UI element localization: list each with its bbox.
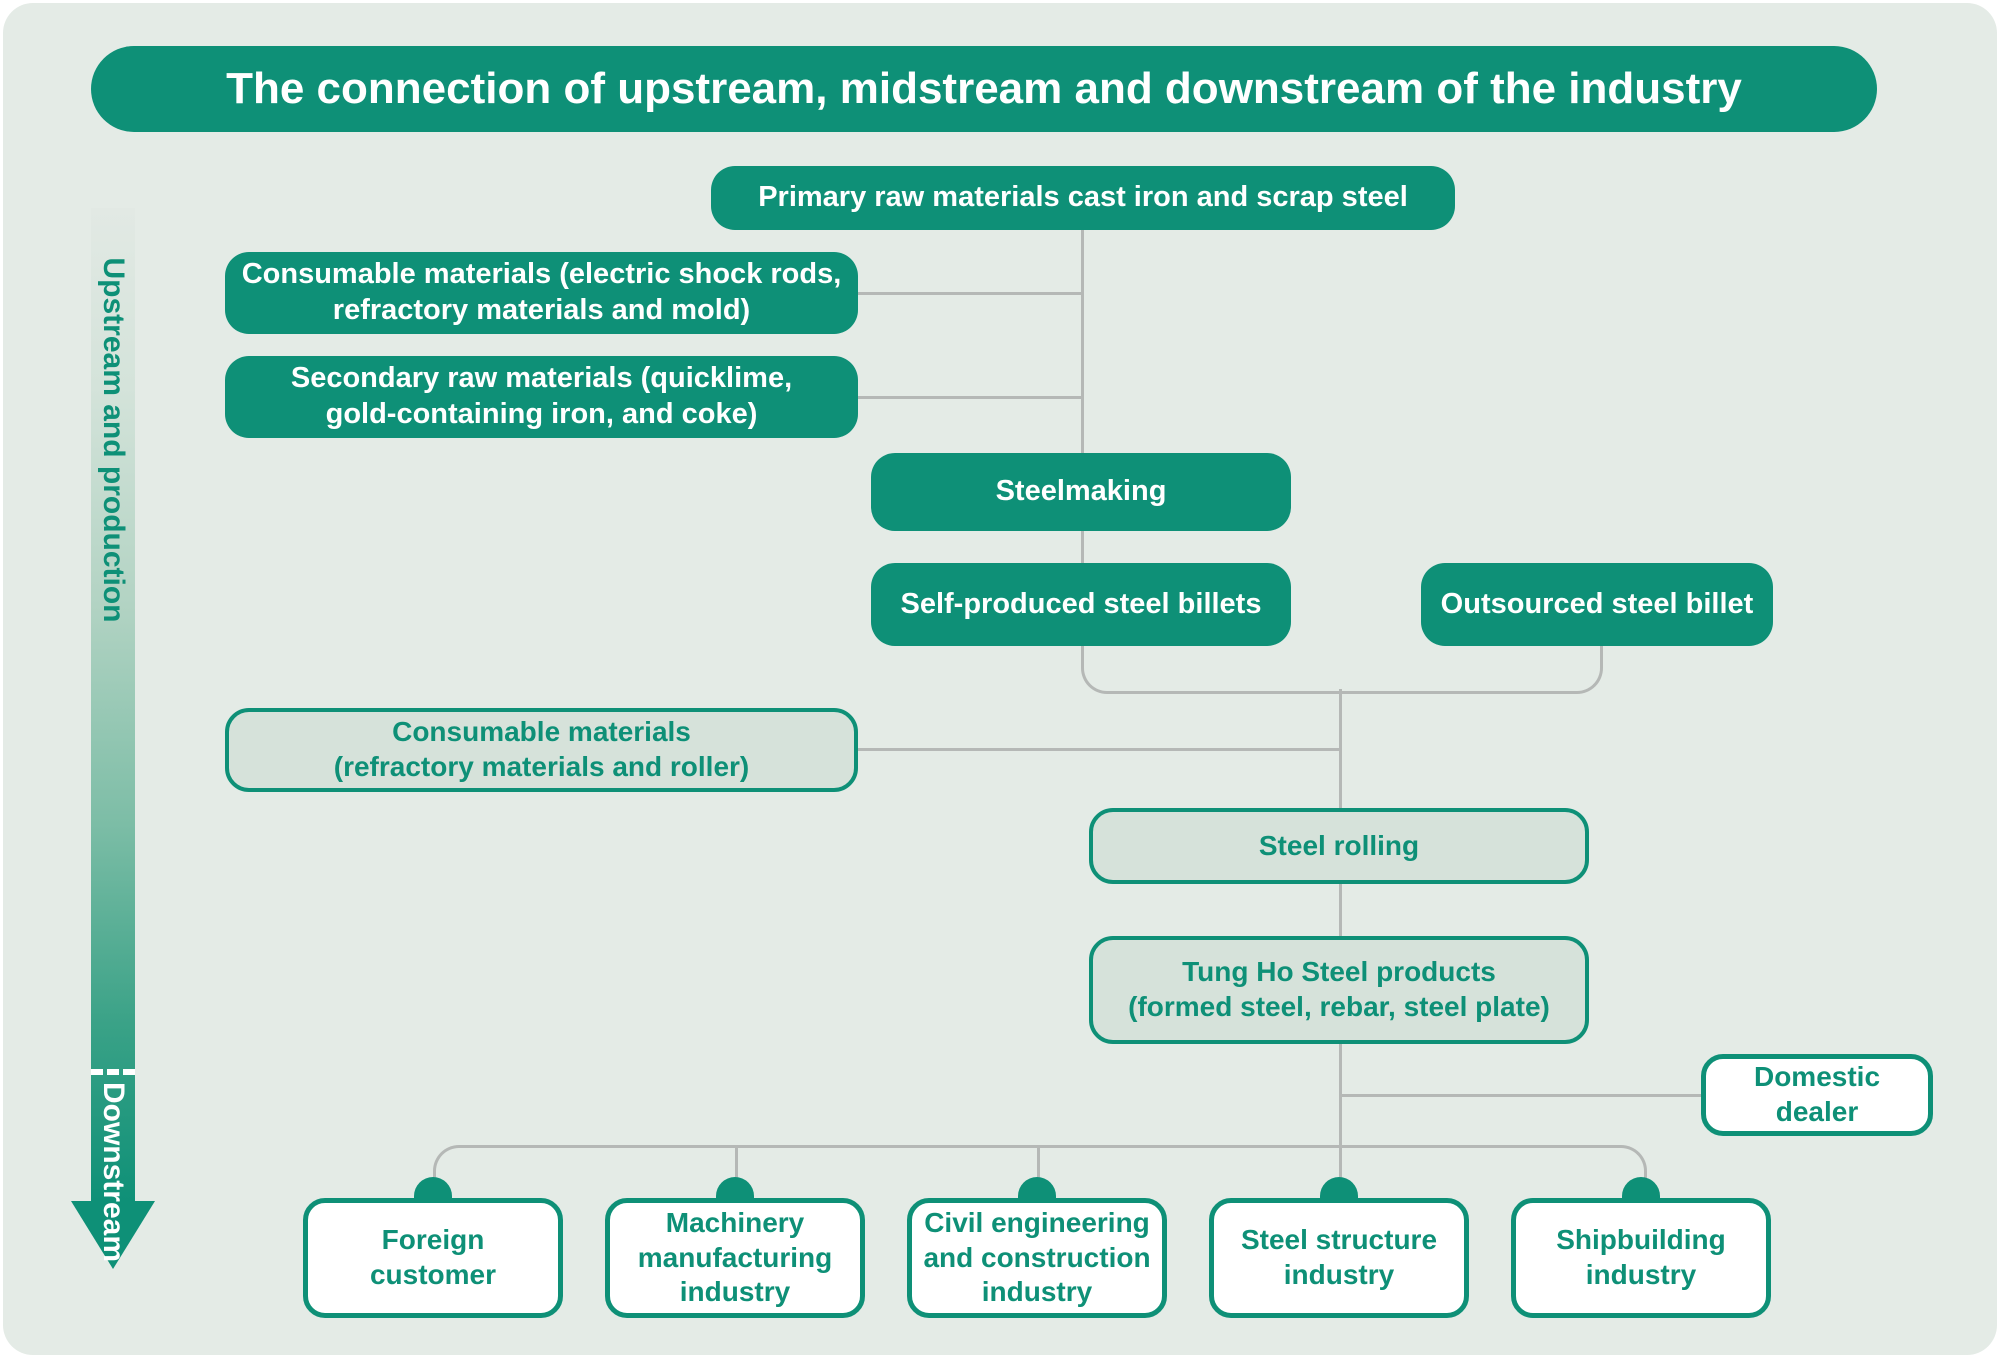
node-steel-rolling: Steel rolling — [1089, 808, 1589, 884]
connector-secondary-raw-branch — [858, 396, 1081, 399]
node-machinery-manufacturing-industry: Machinery manufacturing industry — [605, 1198, 865, 1318]
node-outsourced-steel-billet: Outsourced steel billet — [1421, 563, 1773, 646]
connector-merge-to-steelrolling — [1339, 689, 1342, 808]
node-consumable-materials-upstream: Consumable materials (electric shock rod… — [225, 252, 858, 334]
connector-steelrolling-to-tungho — [1339, 884, 1342, 936]
diagram-panel: The connection of upstream, midstream an… — [3, 3, 1997, 1355]
upstream-axis-label: Upstream and production — [97, 257, 130, 623]
connector-consumable-midstream-branch — [858, 748, 1339, 751]
node-primary-raw-materials: Primary raw materials cast iron and scra… — [711, 166, 1455, 230]
connector-steelmaking-to-billets — [1081, 531, 1084, 563]
connector-primary-to-steelmaking — [1081, 230, 1084, 453]
connector-stub-machinery — [735, 1145, 738, 1183]
node-self-produced-steel-billets: Self-produced steel billets — [871, 563, 1291, 646]
node-shipbuilding-industry: Shipbuilding industry — [1511, 1198, 1771, 1318]
connector-dot-machinery — [716, 1177, 754, 1200]
node-steel-structure-industry: Steel structure industry — [1209, 1198, 1469, 1318]
page-title: The connection of upstream, midstream an… — [226, 64, 1742, 113]
connector-dot-civil — [1018, 1177, 1056, 1200]
connector-dot-foreign — [414, 1177, 452, 1200]
connector-domestic-dealer-branch — [1339, 1094, 1701, 1097]
connector-stub-civil — [1037, 1145, 1040, 1183]
connector-distribution-line — [433, 1145, 1647, 1186]
node-tung-ho-steel-products: Tung Ho Steel products (formed steel, re… — [1089, 936, 1589, 1044]
node-civil-engineering-construction-industry: Civil engineering and construction indus… — [907, 1198, 1167, 1318]
flow-arrow-shaft — [91, 208, 135, 1203]
node-domestic-dealer: Domestic dealer — [1701, 1054, 1933, 1136]
connector-billets-merge — [1081, 646, 1603, 694]
connector-dot-shipbuilding — [1622, 1177, 1660, 1200]
node-steelmaking: Steelmaking — [871, 453, 1291, 531]
node-secondary-raw-materials: Secondary raw materials (quicklime, gold… — [225, 356, 858, 438]
node-consumable-materials-midstream: Consumable materials (refractory materia… — [225, 708, 858, 792]
downstream-axis-label: Downstream — [97, 1081, 130, 1263]
flow-arrow-head-icon — [71, 1201, 155, 1269]
connector-dot-steel-structure — [1320, 1177, 1358, 1200]
connector-consumable-upstream-branch — [858, 292, 1081, 295]
node-foreign-customer: Foreign customer — [303, 1198, 563, 1318]
arrow-dashed-divider — [91, 1069, 135, 1075]
title-banner: The connection of upstream, midstream an… — [91, 46, 1877, 132]
connector-tungho-trunk — [1339, 1044, 1342, 1183]
